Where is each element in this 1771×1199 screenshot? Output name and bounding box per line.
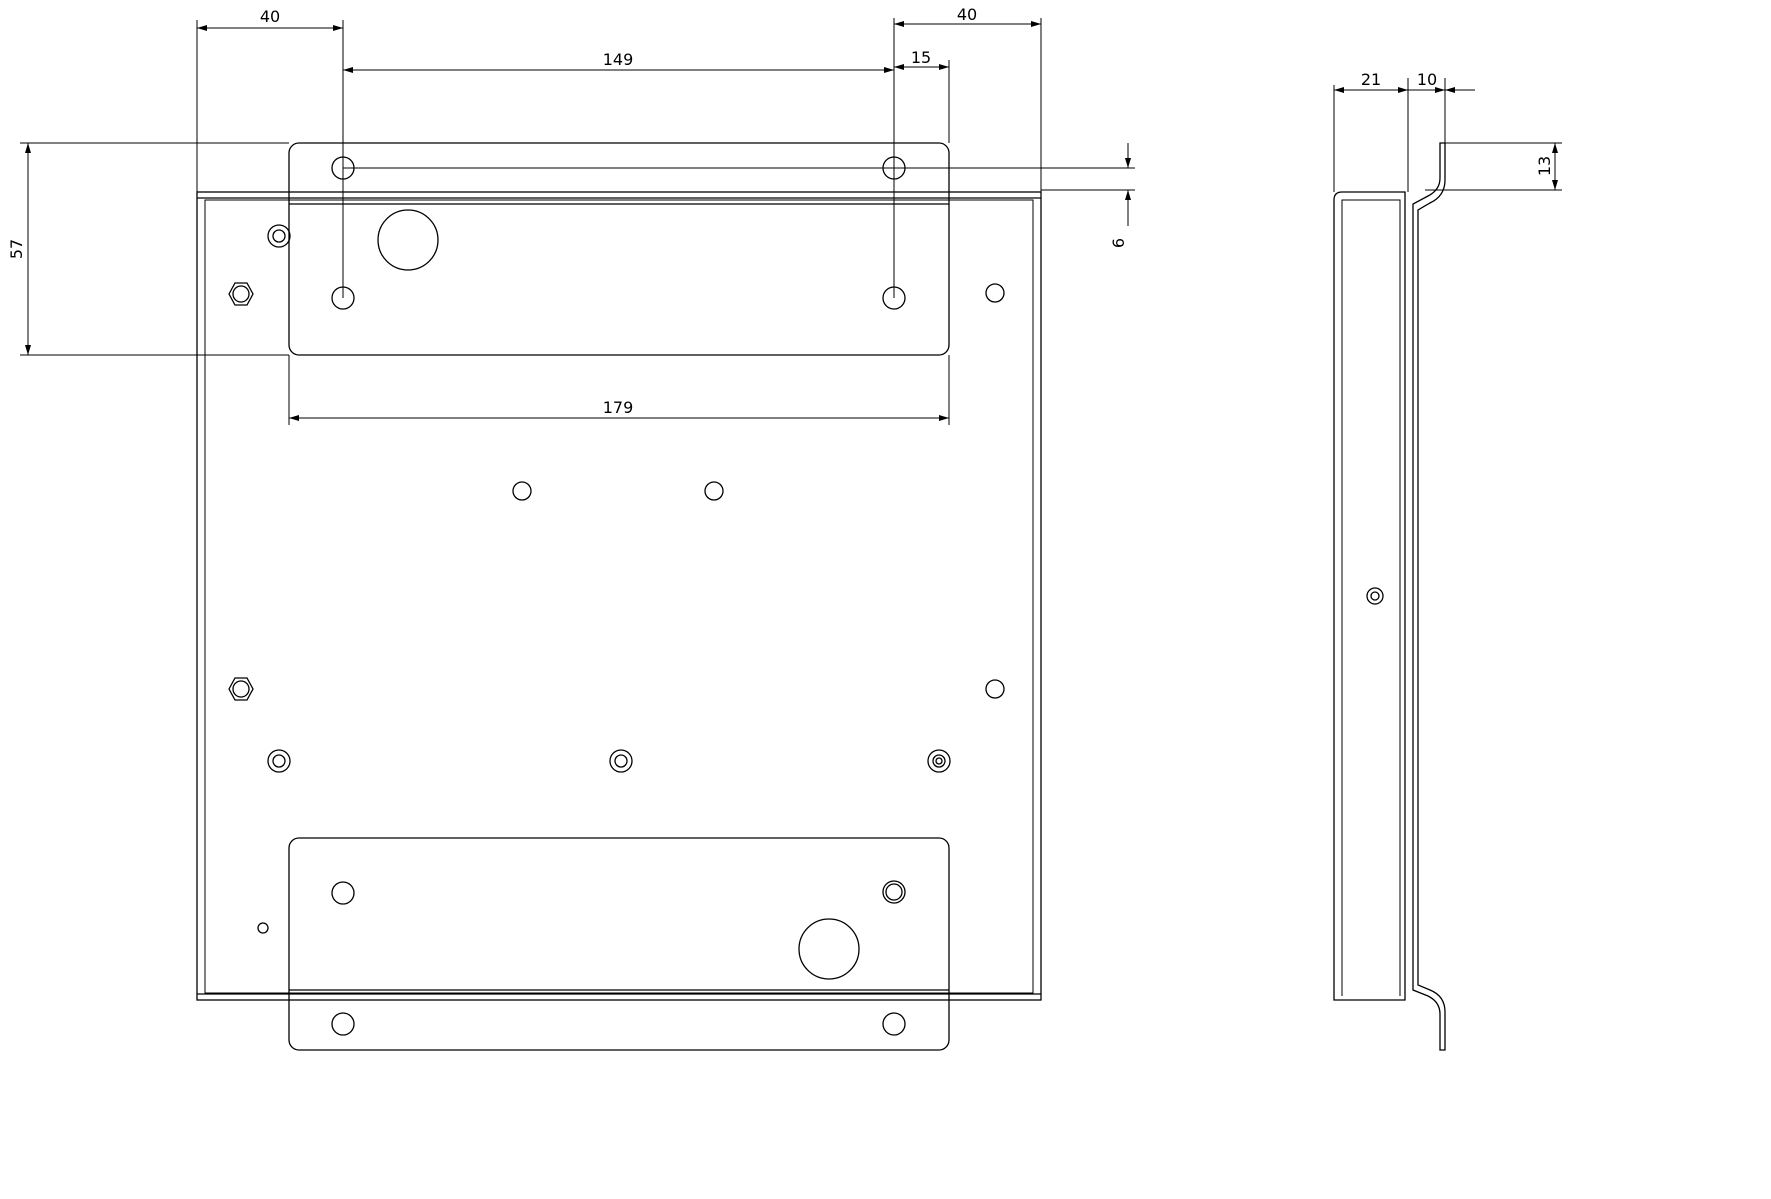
screw-icon [1366,587,1384,605]
top-bracket [288,142,950,356]
side-extension-lines [1333,78,1562,192]
side-bracket-profile [1412,142,1446,1051]
dim-step: 13 [1535,156,1554,176]
base-plate-inner-edge [204,199,1034,994]
side-plate-outline [1333,191,1406,1001]
dim-hole-spacing: 149 [603,50,634,69]
front-view: 40 149 40 15 57 179 6 [7,5,1135,1051]
side-view: 21 10 13 [1333,70,1562,1051]
bottom-bracket [288,837,950,1051]
hex-nut-icon [228,282,254,701]
dim-hole-row: 6 [1109,238,1128,248]
dim-depth: 21 [1361,70,1381,89]
holes [257,156,1005,1036]
dim-flange: 10 [1417,70,1437,89]
extension-lines [20,18,1135,425]
dim-left-offset: 40 [260,7,280,26]
dim-bracket-width: 179 [603,398,634,417]
dim-bracket-height: 57 [7,239,26,259]
dim-right-offset: 40 [957,5,977,24]
base-plate-outline [196,191,1042,1001]
dim-hole-edge: 15 [911,48,931,67]
